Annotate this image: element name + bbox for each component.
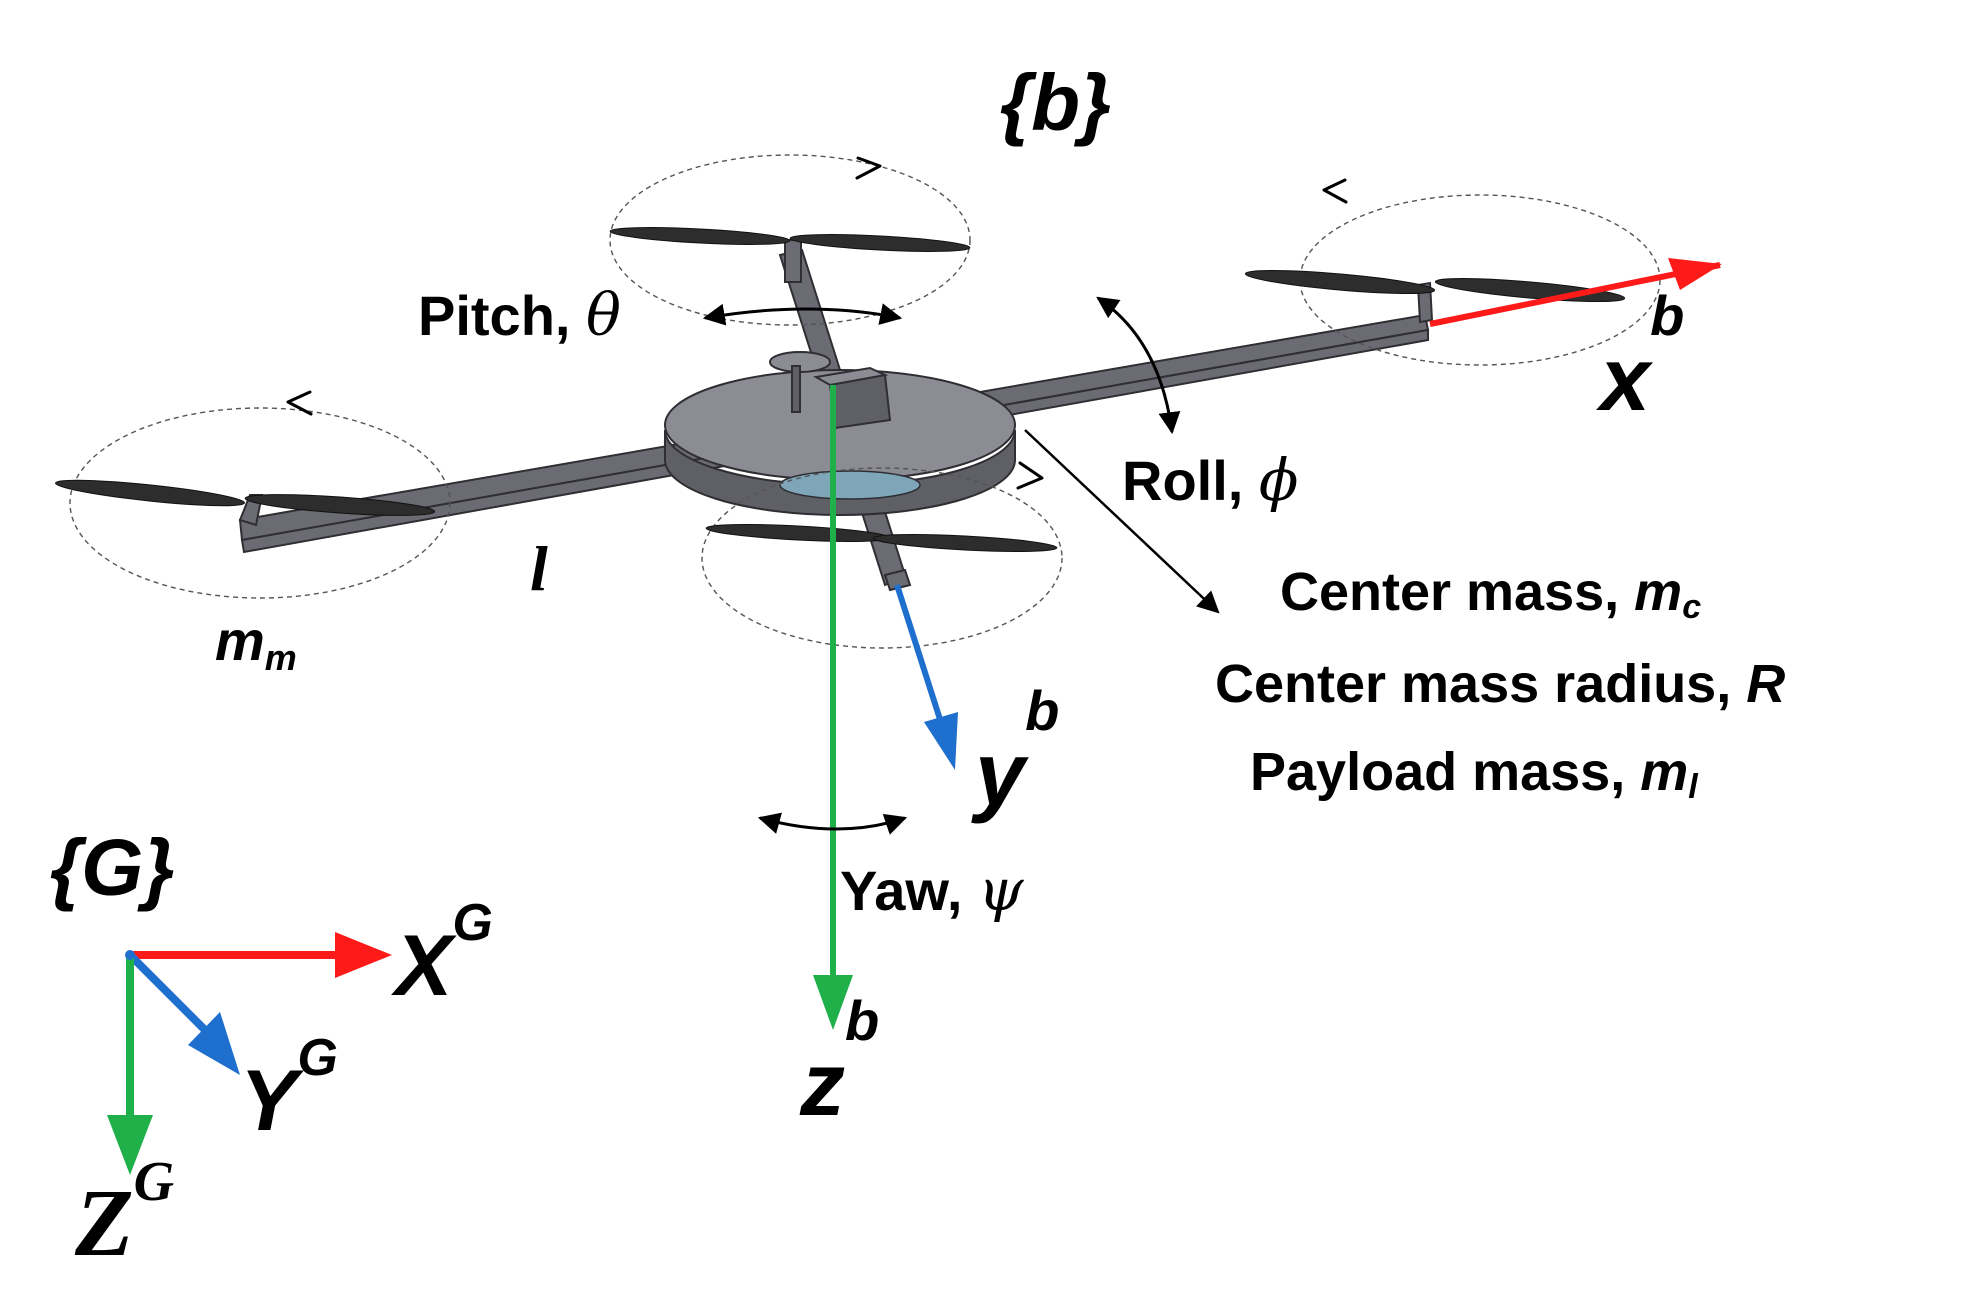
hub-side [664, 429, 1016, 516]
propeller-front [701, 461, 1063, 649]
payload-mass-sub: l [1688, 768, 1699, 806]
global-y-label: YG [240, 1029, 338, 1149]
body-y-arrowhead [924, 712, 958, 770]
global-x-arrowhead [335, 932, 392, 978]
global-y-axis-arrow [129, 954, 208, 1033]
motor-mass-base: m [215, 609, 265, 672]
center-radius-text: Center mass radius, [1215, 654, 1746, 714]
spin-mark-front [1016, 461, 1044, 490]
center-radius-symbol: R [1746, 654, 1785, 714]
body-y-label: yb [971, 679, 1059, 825]
global-z-letter: Z [74, 1169, 134, 1276]
roll-arrow [1096, 296, 1181, 435]
center-mass-base: m [1634, 562, 1682, 622]
roll-text: Roll, [1122, 449, 1259, 512]
body-x-label: xb [1596, 284, 1684, 430]
global-x-sup: G [452, 894, 492, 952]
payload-mass-text: Payload mass, [1250, 742, 1640, 802]
body-x-axis-arrow [1429, 262, 1721, 327]
spin-mark-left [286, 390, 313, 416]
global-y-sup: G [297, 1029, 337, 1087]
body-x-letter: x [1596, 330, 1654, 430]
global-y-arrowhead [188, 1012, 240, 1075]
yaw-text: Yaw, [840, 859, 978, 922]
spin-mark-right [1322, 178, 1348, 204]
body-x-arrowhead [1668, 258, 1722, 290]
global-z-sup: G [134, 1151, 174, 1213]
body-z-letter: z [799, 1035, 845, 1135]
body-frame-label: {b} [1000, 58, 1111, 147]
global-z-arrowhead [107, 1115, 153, 1175]
pitch-arrow [702, 303, 903, 326]
center-radius-label: Center mass radius, R [1215, 654, 1785, 714]
center-mass-sub: c [1682, 588, 1701, 626]
global-x-letter: X [391, 918, 457, 1014]
arm-y-end [883, 568, 912, 592]
body-y-axis-arrow [894, 584, 948, 736]
pitch-text: Pitch, [418, 284, 586, 347]
body-z-arrowhead [813, 975, 853, 1030]
arm-length-label: l [530, 533, 548, 604]
spin-mark-back [855, 156, 882, 180]
body-z-label: zb [799, 989, 879, 1135]
roll-symbol: ϕ [1259, 446, 1299, 514]
center-mass-pointer [1024, 429, 1220, 614]
body-z-sup: b [845, 989, 879, 1052]
body-y-sup: b [1025, 679, 1059, 742]
payload-mass-base: m [1640, 742, 1688, 802]
pitch-symbol: θ [586, 281, 621, 349]
payload [779, 470, 921, 500]
propeller-left [55, 390, 451, 599]
sensor-box-top [813, 366, 889, 387]
payload-mass-label: Payload mass, ml [1250, 742, 1699, 806]
global-z-label: ZG [74, 1151, 174, 1276]
global-frame-label: {G} [50, 823, 175, 912]
gps-mast [791, 365, 801, 413]
motor-mass-sub: m [265, 637, 297, 678]
body-y-letter: y [971, 725, 1029, 825]
pitch-label: Pitch, θ [418, 281, 621, 349]
global-x-label: XG [391, 894, 493, 1014]
propeller-back [609, 154, 971, 326]
center-mass-text: Center mass, [1280, 562, 1634, 622]
global-origin [125, 950, 135, 960]
motor-mass-label: mm [215, 609, 297, 678]
global-y-letter: Y [240, 1053, 304, 1149]
motor-mount-back [784, 239, 802, 283]
yaw-arrow [757, 812, 908, 835]
center-mass-label: Center mass, mc [1280, 562, 1701, 626]
yaw-symbol: ψ [978, 856, 1024, 924]
body-x-sup: b [1650, 284, 1684, 347]
roll-label: Roll, ϕ [1122, 446, 1298, 514]
yaw-label: Yaw, ψ [840, 856, 1024, 924]
